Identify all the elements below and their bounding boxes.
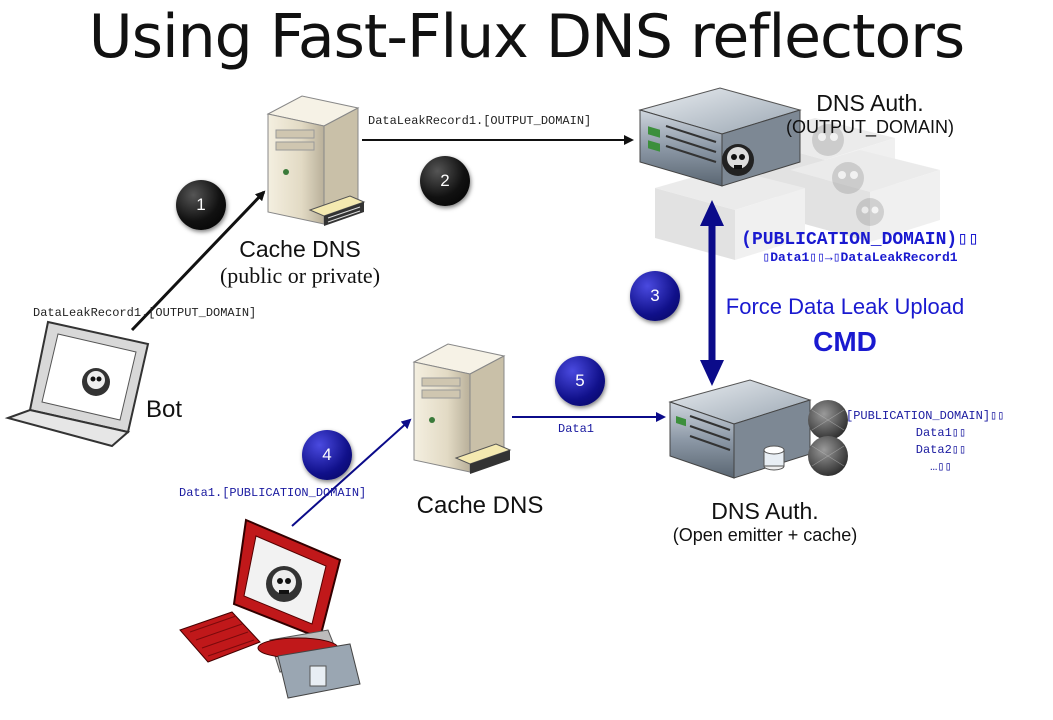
- dns-auth-bottom-label-group: DNS Auth. (Open emitter + cache): [640, 498, 890, 546]
- arrow-step-4: [291, 418, 412, 527]
- cache-dns-bottom-label: Cache DNS: [416, 492, 544, 519]
- cache-dns-bottom-tower-icon: [412, 343, 512, 474]
- skull-icon-bot: [82, 368, 110, 396]
- bot-laptop-icon: [4, 320, 150, 448]
- cache-record-item: Data2▯▯: [915, 443, 967, 457]
- step-badge-1: 1: [176, 180, 226, 230]
- skull-icon-attacker: [266, 566, 302, 602]
- arrow-step-3: [700, 200, 724, 386]
- command-mapping-line: ▯Data1▯▯→▯DataLeakRecord1: [762, 250, 958, 265]
- edge-label-attacker-query: Data1.[PUBLICATION_DOMAIN]: [179, 486, 367, 500]
- edge-label-data-forward: Data1: [558, 422, 595, 436]
- attacker-computer-icon: [179, 518, 361, 699]
- dns-auth-bottom-server-icon: [668, 379, 812, 479]
- edge-label-bot-query: DataLeakRecord1.[OUTPUT_DOMAIN]: [33, 306, 257, 320]
- step-badge-5: 5: [555, 356, 605, 406]
- dns-auth-top-label-group: DNS Auth. (OUTPUT_DOMAIN): [770, 90, 970, 138]
- arrow-step-1: [130, 190, 266, 332]
- cache-record-item: Data1▯▯: [915, 426, 967, 440]
- dns-auth-top-server-icon: [638, 87, 802, 187]
- command-cmd: CMD: [813, 326, 877, 357]
- step-badge-3: 3: [630, 271, 680, 321]
- dns-auth-bottom-label: DNS Auth.: [711, 498, 819, 524]
- ghost-skull-icon: [812, 124, 884, 226]
- command-domain-line: (PUBLICATION_DOMAIN)▯▯: [741, 230, 979, 250]
- cache-dns-top-label: Cache DNS: [239, 236, 361, 262]
- command-description: Force Data Leak Upload: [725, 294, 965, 319]
- dns-auth-top-sublabel: (OUTPUT_DOMAIN): [786, 117, 954, 137]
- command-block: (PUBLICATION_DOMAIN)▯▯ ▯Data1▯▯→▯DataLea…: [700, 228, 1020, 265]
- cache-ball-icons: [808, 400, 848, 476]
- cache-records: [PUBLICATION_DOMAIN]▯▯ Data1▯▯ Data2▯▯ ……: [846, 408, 1036, 474]
- cache-records-header: [PUBLICATION_DOMAIN]▯▯: [846, 409, 1005, 423]
- page-title: Using Fast-Flux DNS reflectors: [88, 2, 965, 72]
- cache-dns-top-sublabel: (public or private): [219, 263, 381, 288]
- step-badge-2: 2: [420, 156, 470, 206]
- bot-label: Bot: [146, 396, 183, 423]
- edge-label-cache-to-auth: DataLeakRecord1.[OUTPUT_DOMAIN]: [368, 114, 592, 128]
- cache-dns-top-label-group: Cache DNS (public or private): [200, 236, 400, 289]
- skull-icon-dns-auth-top: [722, 144, 754, 176]
- step-badge-4: 4: [302, 430, 352, 480]
- dns-auth-bottom-sublabel: (Open emitter + cache): [672, 525, 858, 545]
- dns-auth-top-label: DNS Auth.: [816, 90, 924, 116]
- cache-record-item: …▯▯: [930, 460, 952, 474]
- cache-dns-top-tower-icon: [266, 95, 366, 226]
